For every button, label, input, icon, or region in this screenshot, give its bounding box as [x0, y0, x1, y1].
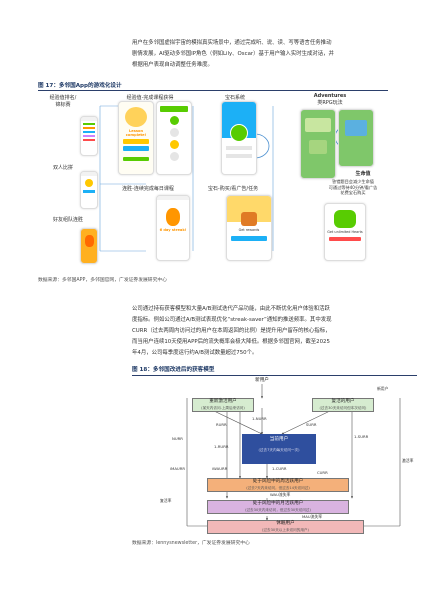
- label-adventures-sub: 类RPG玩法: [317, 100, 343, 106]
- edge-imaurr: iMAURR: [170, 466, 185, 471]
- figure-18-top-rule: [132, 375, 417, 376]
- body-line-4: 而当用户连续10天使用APP后的流失概率会极大降低。根据多邻国官网，截至2025: [132, 339, 330, 345]
- label-life: 生命值: [355, 171, 371, 177]
- get-rewards-text: Get rewards: [238, 228, 260, 232]
- phone-lesson-complete: Lesson complete!: [118, 101, 154, 175]
- edge-iwaurr: iWAURR: [212, 466, 228, 471]
- phone-shop: Get rewards: [226, 195, 272, 261]
- figure-18-diagram: 新用户 重新激活用户 (某天内访问-上周后来访问) 复活的用户 (过去30天未访…: [152, 378, 424, 534]
- edge-one-nurr: 1-NURR: [252, 416, 267, 421]
- figure-17-canvas: 经验值排名/ 锦标赛 经验值-完成课程获得 宝石系统 Adventures 类R…: [38, 91, 388, 268]
- node-resurrected: 复活的用户 (过去30天未访问但本次访问): [312, 398, 374, 412]
- label-friend-streak: 好友组队连胜: [52, 217, 83, 223]
- body-paragraph: 公司通过持有获客模型和大量A/B测试迭代产品功能，由此不断优化用户体验和活跃 度…: [132, 304, 417, 359]
- body-line-2: 度指标。例如公司通过A/B测试表现优化“streak-saver”通知的推送频率…: [132, 317, 332, 323]
- edge-resurrection-rate: 复活率: [160, 498, 172, 503]
- intro-line-3: 根据用户表现自动调整任务难度。: [132, 62, 213, 68]
- label-friends: 双人比拼: [52, 165, 73, 171]
- node-at-risk-wau: 处于风险中的周活跃用户 (过去7天内未访问，但过去14天访问过): [207, 478, 349, 492]
- phone-friends: [80, 171, 98, 209]
- node-at-risk-mau: 处于风险中的月活跃用户 (过去30天内未访问，但过去30天访问过): [207, 500, 349, 514]
- edge-one-curr: 1-CURR: [272, 466, 287, 471]
- intro-line-1: 用户在多邻国虚拟宇宙的模拟真实场景中，通过完成听、说、读、写等语言任务推动: [132, 40, 332, 46]
- edge-new-label: 新用户: [377, 386, 389, 391]
- streak-days-text: 6 day streak!: [159, 228, 187, 232]
- edge-surr: SURR: [306, 422, 317, 427]
- phone-friend-streak: [80, 228, 98, 264]
- intro-line-2: 剧情发展，AI驱动多邻国IP角色（例如Lily、Oscar）基于用户输入实时生成…: [132, 51, 334, 57]
- node-dormant: 休眠用户 (过去30天以上未访问的用户): [207, 520, 364, 534]
- figure-18-source: 数据来源：lennysnewsletter，广发证券发展研究中心: [132, 541, 250, 546]
- body-line-5: 年4月，公司每季度运行约A/B测试数量超过750个。: [132, 350, 258, 356]
- node-reactivated: 重新激活用户 (某天内访问-上周后来访问): [192, 398, 254, 412]
- node-new-users: 新用户: [255, 378, 269, 383]
- edge-curr: CURR: [317, 470, 328, 475]
- edge-one-surr: 1-SURR: [354, 434, 369, 439]
- lesson-complete-text: Lesson complete!: [125, 129, 147, 137]
- phone-adventures-scene: [338, 109, 374, 167]
- hearts-shop-text: Get unlimited Hearts: [327, 230, 363, 234]
- edge-wau-loss: WAU流失率: [270, 492, 291, 497]
- figure-17-source: 数据来源：多邻国APP，多邻国官网，广发证券发展研究中心: [38, 278, 167, 283]
- diagram-arrows: [186, 384, 401, 527]
- phone-streak: 6 day streak!: [156, 195, 190, 261]
- label-xp-feedback: 经验值-完成课程获得: [126, 95, 174, 101]
- edge-mau-loss: MAU流失率: [302, 514, 323, 519]
- intro-paragraph: 用户在多邻国虚拟宇宙的模拟真实场景中，通过完成听、说、读、写等语言任务推动 剧情…: [132, 38, 417, 71]
- label-gems-system: 宝石系统: [224, 95, 245, 101]
- label-leaderboard: 经验值排名/ 锦标赛: [49, 95, 77, 108]
- edge-reactivation-rate: 激活率: [402, 458, 414, 463]
- body-line-1: 公司通过持有获客模型和大量A/B测试迭代产品功能，由此不断优化用户体验和活跃: [132, 306, 330, 312]
- edge-rurr: RURR: [216, 422, 227, 427]
- figure-17-title: 图 17：多邻国App的游戏化设计: [38, 83, 122, 89]
- phone-leaderboard: [80, 116, 98, 156]
- phone-gems: [221, 101, 257, 175]
- node-current-users: 当前用户 (过去7天内每天访问一次): [242, 434, 316, 464]
- label-streak: 连胜-连续完成每日课程: [122, 186, 174, 192]
- label-shop: 宝石-购买/看广告/任务: [207, 186, 259, 192]
- phone-hearts: Get unlimited Hearts: [324, 203, 366, 261]
- phone-lesson-path: [156, 101, 192, 175]
- label-adventures: Adventures: [313, 93, 347, 99]
- label-life-desc: 答错题目会减少生命值 可通过等待40分钟/看广告 花费宝石购买: [328, 179, 378, 195]
- figure-18-title: 图 18：多邻国改进后的获客模型: [132, 367, 215, 373]
- edge-nurr: NURR: [172, 436, 183, 441]
- figure-17-top-rule: [38, 90, 388, 91]
- body-line-3: CURR（过去两周内访问过的用户在本周返回的比例）是提升用户留存的核心指标，: [132, 328, 331, 334]
- phone-adventures-map: [300, 109, 336, 179]
- edge-one-rurr: 1-RURR: [214, 444, 229, 449]
